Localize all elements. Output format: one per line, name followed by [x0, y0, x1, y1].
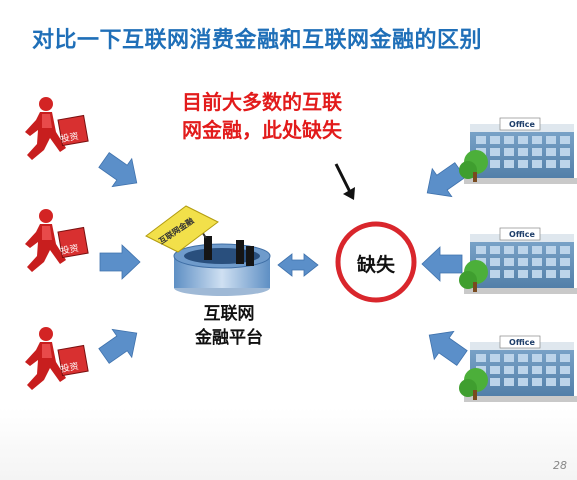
office-sign-3: Office — [509, 338, 535, 347]
investor-2 — [25, 209, 89, 272]
missing-circle — [335, 221, 417, 303]
pointer-arrow — [334, 163, 355, 200]
arrow-investor3-to-platform — [93, 318, 148, 371]
slide-title: 对比一下互联网消费金融和互联网金融的区别 — [32, 28, 483, 53]
invest-tag-1 — [57, 114, 89, 147]
arrow-office2-to-missing — [421, 246, 463, 282]
invest-tag-text-1: 投资 — [60, 130, 80, 145]
invest-tag-3 — [57, 344, 89, 377]
platform-label-line1: 互联网 — [203, 304, 255, 324]
office-sign-2: Office — [509, 230, 535, 239]
office-sign-1: Office — [509, 120, 535, 129]
arrow-office3-to-missing — [418, 320, 473, 373]
missing-note-line2: 网金融，此处缺失 — [182, 118, 342, 142]
platform-label-line2: 金融平台 — [195, 328, 263, 348]
missing-note-line1: 目前大多数的互联 — [182, 90, 342, 114]
platform-icon — [145, 205, 271, 296]
arrow-investor1-to-platform — [93, 145, 148, 198]
page-number: 28 — [553, 459, 567, 472]
double-arrow — [277, 253, 319, 277]
invest-tag-text-3: 投资 — [60, 360, 80, 375]
investor-3 — [25, 327, 89, 390]
investor-1 — [25, 97, 89, 160]
missing-label: 缺失 — [356, 254, 395, 276]
arrow-investor2-to-platform — [99, 244, 141, 280]
platform-flag — [145, 205, 219, 253]
platform-label: 互联网 金融平台 — [174, 302, 284, 350]
missing-note: 目前大多数的互联 网金融，此处缺失 — [182, 88, 392, 144]
invest-tag-2 — [57, 226, 89, 259]
invest-tag-text-2: 投资 — [60, 242, 80, 257]
